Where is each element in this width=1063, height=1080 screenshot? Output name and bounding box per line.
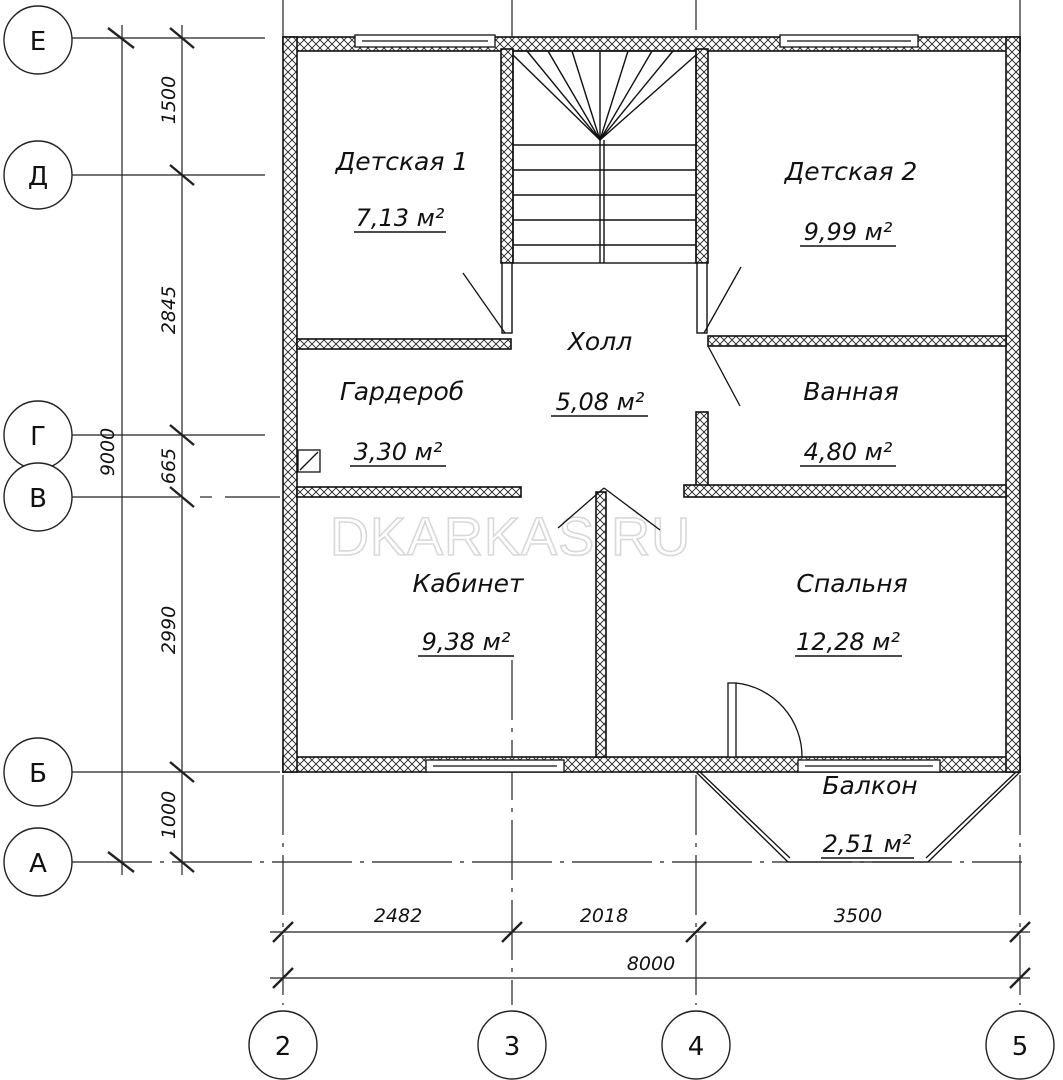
room-name: Ванная: [803, 377, 899, 406]
dim-horizontal: 2018: [580, 905, 628, 927]
room-area: 7,13 м²: [356, 204, 445, 232]
room-name: Детская 1: [335, 147, 469, 176]
axis-label-row: А: [29, 849, 47, 879]
staircase: [512, 50, 697, 264]
doors: [297, 266, 803, 758]
room-area: 5,08 м²: [556, 388, 645, 416]
room-name: Балкон: [822, 771, 917, 800]
room-area: 9,38 м²: [422, 628, 511, 656]
axis-label-col: 5: [1012, 1032, 1029, 1062]
axis-label-row: Б: [29, 759, 47, 789]
axis-label-col: 4: [688, 1032, 705, 1062]
dim-vertical: 2845: [158, 286, 180, 334]
room-area: 9,99 м²: [804, 218, 893, 246]
dim-horizontal: 2482: [374, 905, 422, 927]
room-area: 12,28 м²: [796, 628, 900, 656]
room-area: 2,51 м²: [823, 830, 912, 858]
room-name: Детская 2: [784, 157, 918, 186]
dim-vertical: 1500: [158, 76, 180, 124]
room-name: Кабинет: [412, 569, 524, 598]
balcony: [695, 771, 1021, 863]
room-name: Холл: [566, 327, 632, 356]
axis-label-row: Г: [30, 422, 46, 452]
watermark: DKARKAS.RU: [330, 507, 691, 567]
axis-label-row: В: [29, 484, 47, 514]
interior-walls: [296, 48, 1007, 758]
wall-openings: [501, 262, 708, 334]
dim-vertical: 2990: [158, 606, 180, 654]
dim-horizontal-total: 8000: [627, 953, 675, 975]
windows: [354, 34, 941, 773]
dim-horizontal: 3500: [834, 905, 882, 927]
dim-vertical: 665: [158, 448, 180, 484]
axis-label-col: 3: [504, 1032, 521, 1062]
room-labels: Детская 1 7,13 м² Детская 2 9,99 м² Холл…: [335, 147, 918, 859]
axis-label-row: Д: [28, 162, 48, 192]
room-area: 4,80 м²: [804, 438, 893, 466]
dim-vertical: 1000: [158, 791, 180, 839]
room-name: Гардероб: [340, 377, 464, 406]
dim-vertical-total: 9000: [97, 428, 119, 476]
axis-label-col: 2: [275, 1032, 292, 1062]
room-name: Спальня: [796, 569, 907, 598]
grid-lines: [72, 0, 1031, 1005]
axis-label-row: Е: [30, 27, 46, 57]
axis-markers: [3, 5, 1055, 1080]
room-area: 3,30 м²: [354, 438, 443, 466]
